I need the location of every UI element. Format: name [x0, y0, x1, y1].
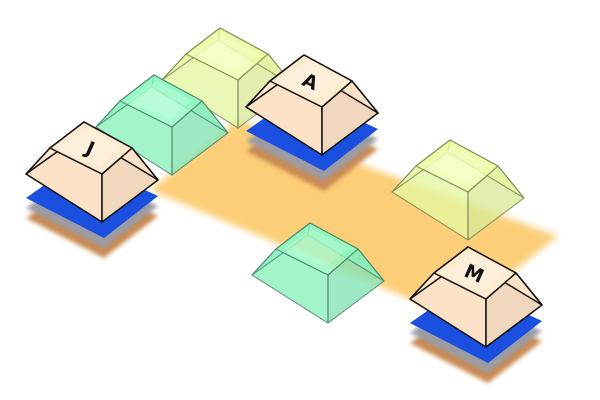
keycap-highlight — [58, 128, 122, 166]
keycap-highlight — [278, 61, 342, 99]
keycap-highlight — [442, 253, 506, 291]
keycap-highlight — [424, 146, 488, 184]
keycap-top-face — [49, 121, 133, 175]
keycap-green-front — [251, 222, 385, 324]
keycap-top-face — [185, 27, 269, 81]
keycap-m: M — [409, 246, 543, 383]
keycap-highlight — [128, 81, 192, 119]
keycap-j: J — [25, 121, 159, 258]
keycap-top-face — [119, 74, 203, 128]
keycap-top-face — [433, 246, 517, 300]
keycap-green-left — [95, 74, 229, 176]
keycap-top-face — [269, 54, 353, 108]
keycap-top-face — [275, 222, 359, 276]
keycap-a: A — [245, 54, 379, 191]
keycap-highlight — [284, 229, 348, 267]
keycap-yellow-right — [391, 139, 525, 241]
keycap-highlight — [194, 34, 258, 72]
keycap-top-face — [415, 139, 499, 193]
